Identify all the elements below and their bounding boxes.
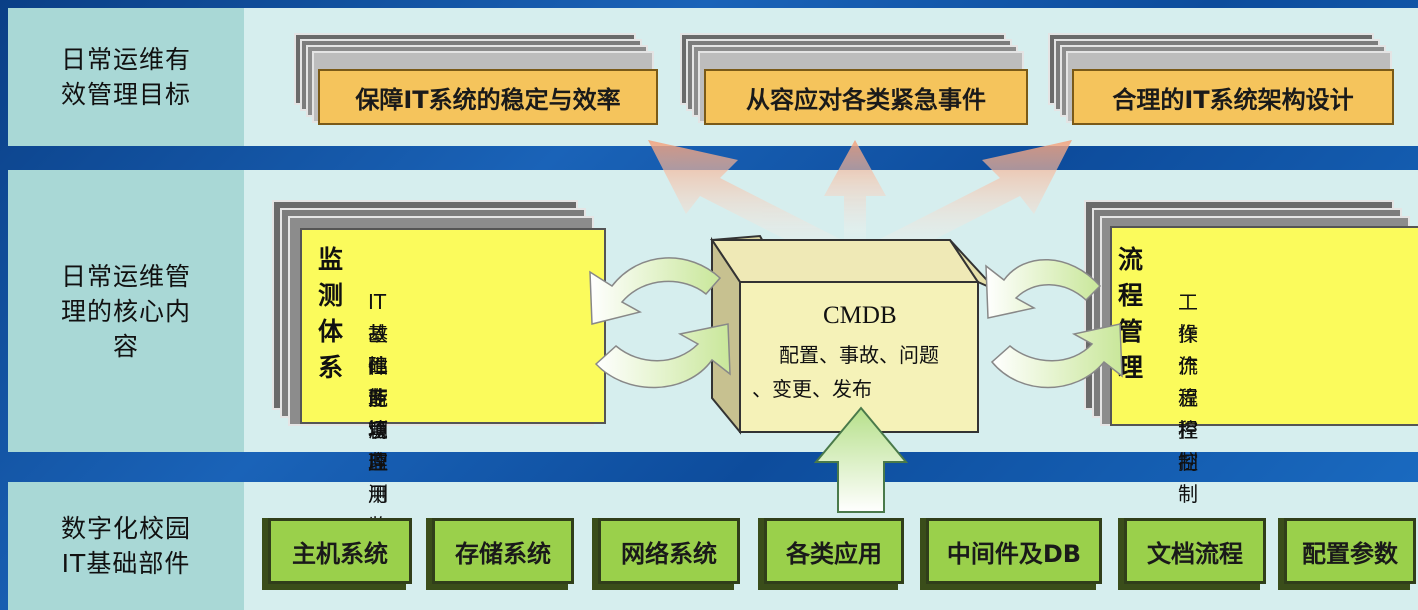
- monitoring-item: IT基础环境监测: [368, 290, 388, 506]
- component-middleware-db: 中间件及DB: [926, 518, 1102, 584]
- goal-arrows: [648, 140, 1072, 262]
- arrow-to-cmdb: [594, 323, 731, 389]
- goals-row-label: 日常运维有效管理目标: [8, 8, 244, 146]
- cmdb-line-2: 、变更、发布: [752, 377, 872, 401]
- component-documents: 文档流程: [1124, 518, 1266, 584]
- arrow-to-stability: [648, 140, 850, 262]
- monitoring-item: 故障监测: [368, 322, 388, 442]
- arrow-to-process: [990, 323, 1123, 389]
- arrow-to-monitoring: [589, 257, 722, 325]
- component-host: 主机系统: [268, 518, 412, 584]
- cmdb-line-1: 配置、事故、问题: [779, 343, 939, 367]
- arrow-from-components: [813, 406, 909, 513]
- cmdb-title: CMDB: [823, 302, 897, 329]
- sync-arrows-left: [589, 257, 731, 389]
- process-item: 工作流程控制: [1178, 290, 1198, 474]
- component-storage: 存储系统: [432, 518, 574, 584]
- arrow-from-process: [985, 259, 1102, 319]
- monitoring-title: 监测体系: [318, 245, 344, 382]
- arrow-to-architecture: [870, 140, 1072, 262]
- cmdb-description: 配置、事故、问题 、变更、发布: [752, 338, 966, 406]
- component-applications: 各类应用: [764, 518, 904, 584]
- goal-label: 从容应对各类紧急事件: [704, 69, 1028, 125]
- cmdb-box: [710, 234, 997, 435]
- sync-arrows-right: [985, 259, 1123, 389]
- process-item: 操作流程控制: [1178, 322, 1198, 506]
- core-row-label: 日常运维管理的核心内容: [8, 170, 244, 452]
- goal-label: 保障IT系统的稳定与效率: [318, 69, 658, 125]
- goal-label: 合理的IT系统架构设计: [1072, 69, 1394, 125]
- process-title: 流程管理: [1118, 245, 1144, 382]
- base-row-label: 数字化校园IT基础部件: [8, 482, 244, 610]
- monitoring-item: 性能管理: [368, 354, 388, 474]
- component-config: 配置参数: [1284, 518, 1416, 584]
- component-network: 网络系统: [598, 518, 740, 584]
- arrow-to-emergency: [824, 140, 886, 250]
